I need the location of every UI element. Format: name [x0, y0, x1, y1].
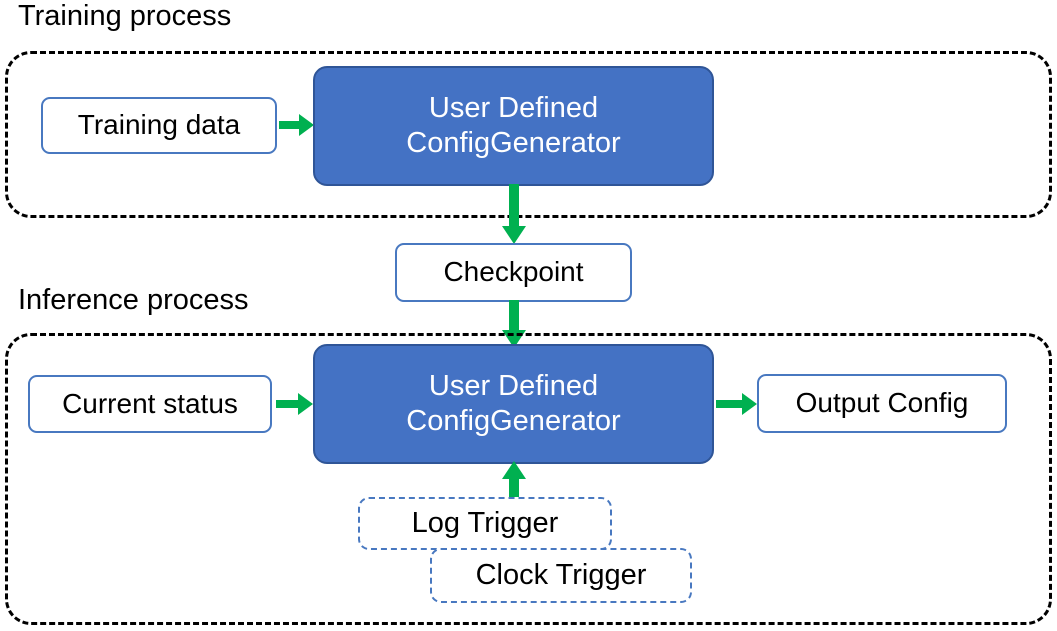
edge-triggers-to-generator	[500, 461, 528, 503]
node-current-status[interactable]: Current status	[28, 375, 272, 433]
node-training-config-generator-line1: User Defined	[428, 92, 599, 125]
node-log-trigger[interactable]: Log Trigger	[358, 497, 612, 550]
node-training-data-label: Training data	[77, 109, 241, 141]
edge-training-data-to-generator	[279, 112, 315, 138]
node-training-data[interactable]: Training data	[41, 97, 277, 154]
edge-generator-to-output-config	[716, 391, 758, 417]
inference-process-title: Inference process	[18, 284, 249, 316]
node-inference-config-generator-line2: ConfigGenerator	[406, 405, 621, 437]
node-current-status-label: Current status	[62, 387, 238, 419]
node-output-config-label: Output Config	[795, 387, 969, 419]
node-log-trigger-label: Log Trigger	[411, 506, 559, 539]
node-output-config[interactable]: Output Config	[757, 374, 1007, 433]
node-clock-trigger[interactable]: Clock Trigger	[430, 548, 692, 603]
edge-checkpoint-to-inference-generator	[500, 300, 528, 350]
edge-current-status-to-generator	[276, 391, 314, 417]
node-clock-trigger-label: Clock Trigger	[475, 558, 647, 591]
node-checkpoint-label: Checkpoint	[443, 256, 584, 288]
node-training-config-generator[interactable]: User Defined ConfigGenerator	[313, 66, 714, 186]
node-checkpoint[interactable]: Checkpoint	[395, 243, 632, 302]
node-inference-config-generator-line1: User Defined	[428, 370, 599, 403]
training-process-title: Training process	[18, 0, 232, 32]
node-inference-config-generator[interactable]: User Defined ConfigGenerator	[313, 344, 714, 464]
node-training-config-generator-line2: ConfigGenerator	[406, 127, 621, 159]
edge-generator-to-checkpoint	[500, 184, 528, 246]
training-process-group	[5, 51, 1052, 218]
inference-process-group	[5, 333, 1052, 625]
